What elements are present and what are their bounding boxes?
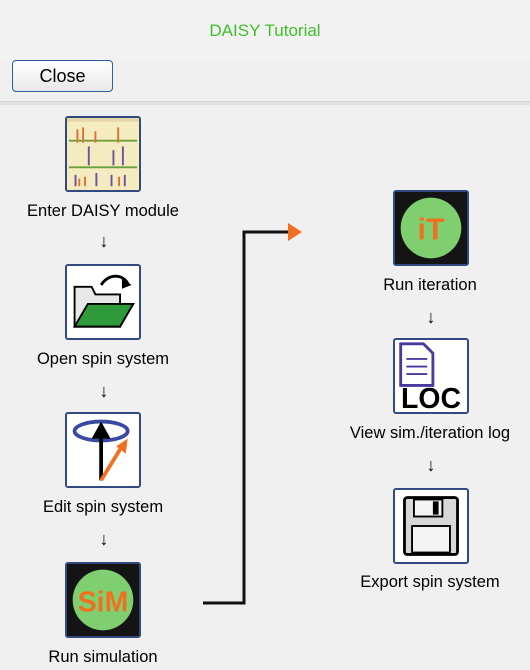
- step-label-view-log: View sim./iteration log: [349, 424, 511, 442]
- iteration-icon: iT: [395, 192, 467, 264]
- log-icon-text: LOC: [401, 383, 461, 412]
- open-spin-system-button[interactable]: [65, 264, 141, 340]
- view-log-button[interactable]: LOC: [393, 338, 469, 414]
- log-icon: LOC: [395, 340, 467, 412]
- enter-daisy-module-button[interactable]: [65, 116, 141, 192]
- step-label-enter-daisy-module: Enter DAISY module: [27, 202, 179, 220]
- step-label-open-spin-system: Open spin system: [36, 350, 170, 368]
- export-spin-system-button[interactable]: [393, 488, 469, 564]
- spin-vector-icon: [67, 414, 139, 486]
- flow-arrow-down-icon: ↓: [99, 381, 109, 401]
- flow-arrow-down-icon: ↓: [99, 231, 109, 251]
- open-folder-icon: [67, 266, 139, 338]
- step-label-edit-spin-system: Edit spin system: [42, 498, 164, 516]
- step-label-export-spin-system: Export spin system: [360, 573, 500, 591]
- step-label-run-simulation: Run simulation: [48, 648, 158, 666]
- spectrum-module-icon: [67, 118, 139, 190]
- run-simulation-button[interactable]: SiM: [65, 562, 141, 638]
- iteration-icon-text: iT: [418, 213, 445, 246]
- step-label-run-iteration: Run iteration: [383, 276, 477, 294]
- flow-arrow-down-icon: ↓: [426, 307, 436, 327]
- flow-arrow-down-icon: ↓: [426, 455, 436, 475]
- flow-arrow-down-icon: ↓: [99, 529, 109, 549]
- floppy-disk-icon: [395, 490, 467, 562]
- close-button[interactable]: Close: [12, 60, 113, 92]
- sim-icon: SiM: [67, 564, 139, 636]
- window-title: DAISY Tutorial: [0, 0, 530, 60]
- toolbar-separator: [0, 101, 530, 105]
- run-iteration-button[interactable]: iT: [393, 190, 469, 266]
- sim-icon-text: SiM: [78, 586, 129, 618]
- edit-spin-system-button[interactable]: [65, 412, 141, 488]
